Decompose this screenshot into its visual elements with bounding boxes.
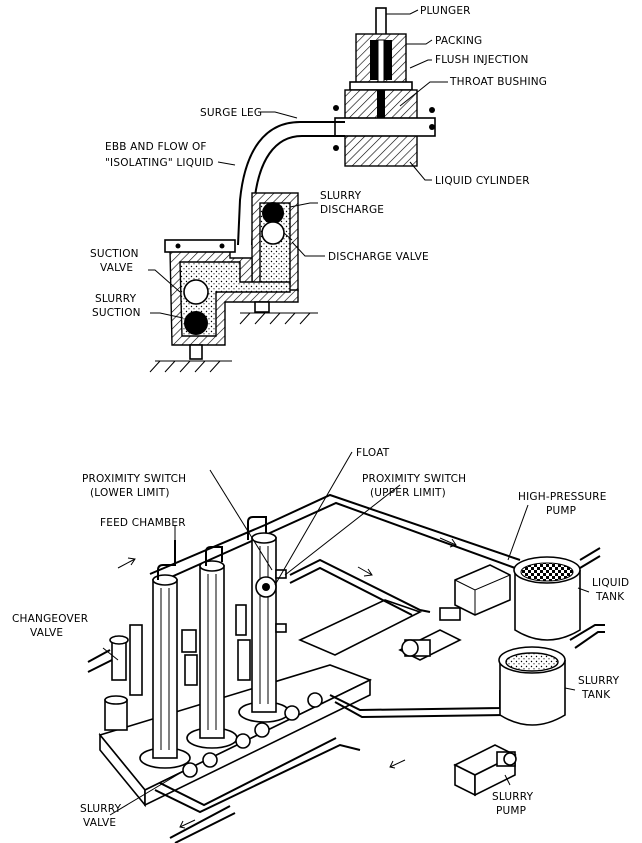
label-plunger: PLUNGER [420, 5, 471, 17]
top-leader-lines [148, 9, 448, 319]
label-slurry-tank-line1: SLURRY [578, 675, 620, 687]
label-suction-valve-line1: SUCTION [90, 248, 139, 260]
label-liquid-cylinder: LIQUID CYLINDER [435, 175, 530, 187]
label-slurry-pump-line2: PUMP [496, 805, 526, 817]
label-surge-leg: SURGE LEG [200, 107, 262, 119]
ground-hatching [149, 312, 318, 373]
feed-chamber-2 [186, 546, 238, 749]
slurry-pump [453, 744, 517, 797]
label-suction-valve-line2: VALVE [100, 262, 133, 274]
slurry-valves [182, 692, 323, 778]
liquid-cylinder [333, 89, 436, 167]
label-prox-upper-line1: PROXIMITY SWITCH [362, 473, 466, 485]
packing-gland [349, 33, 413, 91]
label-float: FLOAT [356, 447, 390, 459]
label-changeover-line2: VALVE [30, 627, 63, 639]
feed-chamber-3 [238, 516, 290, 723]
slurry-tank [498, 646, 566, 726]
label-changeover-line1: CHANGEOVER [12, 613, 88, 625]
bottom-diagram: FLOAT PROXIMITY SWITCH (LOWER LIMIT) PRO… [12, 447, 629, 843]
label-liquid-tank-line1: LIQUID [592, 577, 629, 589]
label-hp-pump-line1: HIGH-PRESSURE [518, 491, 607, 503]
label-slurry-suction-line1: SLURRY [95, 293, 137, 305]
label-slurry-valve-line2: VALVE [83, 817, 116, 829]
label-slurry-tank-line2: TANK [581, 689, 611, 701]
label-throat-bushing: THROAT BUSHING [449, 76, 547, 88]
label-prox-lower-line1: PROXIMITY SWITCH [82, 473, 186, 485]
bottom-leader-lines [102, 451, 590, 816]
high-pressure-pump [398, 564, 511, 661]
label-prox-lower-line2: (LOWER LIMIT) [90, 487, 170, 499]
label-slurry-suction-line2: SUCTION [92, 307, 141, 319]
label-flush-injection: FLUSH INJECTION [435, 54, 529, 66]
pump-lower-body [164, 239, 299, 360]
changeover-valves [104, 604, 251, 731]
label-feed-chamber: FEED CHAMBER [100, 517, 186, 529]
label-packing: PACKING [435, 35, 482, 47]
label-ebb-flow-line2: "ISOLATING" LIQUID [105, 157, 214, 169]
label-prox-upper-line2: (UPPER LIMIT) [370, 487, 446, 499]
raised-platform [298, 599, 423, 656]
discharge-valve-chamber [251, 192, 299, 292]
flow-arrows [117, 537, 457, 829]
liquid-tank [513, 556, 581, 641]
label-liquid-tank-line2: TANK [595, 591, 625, 603]
label-slurry-pump-line1: SLURRY [492, 791, 534, 803]
top-diagram: PLUNGER PACKING FLUSH INJECTION THROAT B… [90, 5, 547, 373]
label-slurry-discharge-line2: DISCHARGE [320, 204, 384, 216]
label-discharge-valve: DISCHARGE VALVE [328, 251, 429, 263]
label-slurry-discharge-line1: SLURRY [320, 190, 362, 202]
feed-chamber-1 [139, 540, 191, 769]
label-hp-pump-line2: PUMP [546, 505, 576, 517]
label-slurry-valve-line1: SLURRY [80, 803, 122, 815]
label-ebb-flow-line1: EBB AND FLOW OF [105, 141, 207, 153]
